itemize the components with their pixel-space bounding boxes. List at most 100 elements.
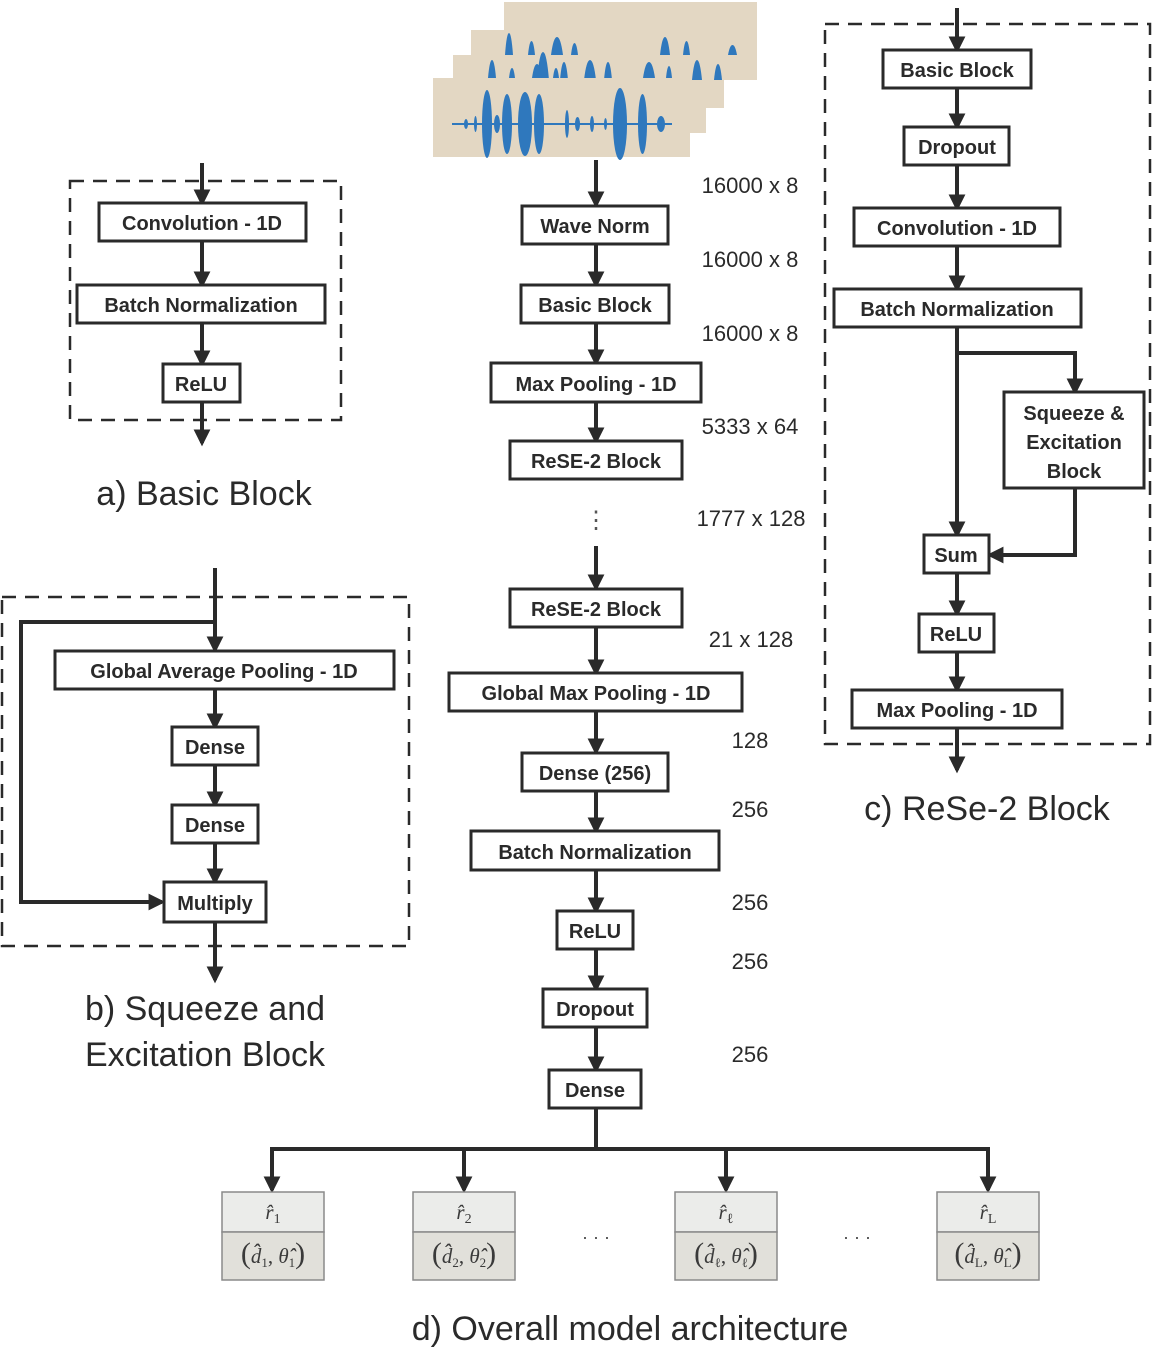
waveform-burst bbox=[613, 88, 627, 160]
rese-block-diagram: Basic Block Dropout Convolution - 1D Bat… bbox=[823, 8, 1152, 828]
waveform-burst bbox=[474, 116, 477, 132]
waveform-peak bbox=[643, 62, 655, 78]
svg-text:Dense: Dense bbox=[185, 737, 245, 759]
rese-basic-block-node: Basic Block bbox=[881, 48, 1033, 90]
svg-text:ReLU: ReLU bbox=[930, 624, 982, 646]
main-global-maxpool-node: Global Max Pooling - 1D bbox=[447, 671, 744, 713]
waveform-peak bbox=[528, 41, 535, 55]
se-block-diagram: Global Average Pooling - 1D Dense Dense … bbox=[0, 568, 411, 1074]
main-dropout-node: Dropout bbox=[541, 987, 649, 1029]
svg-text:Dropout: Dropout bbox=[556, 999, 634, 1021]
output-range-label: r̂ℓ bbox=[719, 1200, 734, 1227]
svg-text:Dense: Dense bbox=[185, 815, 245, 837]
dim-label-8: 256 bbox=[732, 890, 769, 915]
dim-label-1: 16000 x 8 bbox=[702, 247, 799, 272]
waveform-burst bbox=[518, 92, 532, 156]
main-batchnorm-node: Batch Normalization bbox=[469, 829, 721, 872]
waveform-peak bbox=[666, 66, 672, 78]
output-doa-cell bbox=[412, 1231, 516, 1281]
rese-batchnorm-node: Batch Normalization bbox=[832, 287, 1083, 329]
svg-text:Sum: Sum bbox=[934, 545, 977, 567]
dim-label-3: 5333 x 64 bbox=[702, 414, 799, 439]
waveform-burst bbox=[638, 94, 647, 154]
main-rese2-block-node-2: ReSE-2 Block bbox=[508, 587, 684, 629]
dim-label-2: 16000 x 8 bbox=[702, 321, 799, 346]
waveform-peak bbox=[560, 62, 568, 80]
se-dense2-node: Dense bbox=[170, 803, 260, 845]
rese-se-to-sum bbox=[986, 488, 1077, 564]
se-multiply-node: Multiply bbox=[162, 880, 268, 924]
svg-text:ReLU: ReLU bbox=[175, 374, 227, 396]
svg-text:Wave Norm: Wave Norm bbox=[540, 216, 649, 238]
output-head-4: r̂L(d̂̂L, θ̂̂L) bbox=[936, 1191, 1040, 1281]
se-block-caption-line2: Excitation Block bbox=[85, 1036, 326, 1074]
svg-text:Max Pooling - 1D: Max Pooling - 1D bbox=[876, 700, 1037, 722]
dim-label-6: 128 bbox=[732, 728, 769, 753]
waveform-burst bbox=[565, 110, 569, 138]
waveform-peak bbox=[532, 64, 542, 78]
rese-se-node: Squeeze & Excitation Block bbox=[1002, 390, 1146, 490]
output-range-label: r̂L bbox=[980, 1200, 997, 1227]
waveform-peak bbox=[488, 60, 496, 78]
se-dense1-node: Dense bbox=[170, 725, 260, 767]
main-architecture: Wave Norm Basic Block Max Pooling - 1D R… bbox=[221, 160, 1040, 1348]
rese-block-boundary bbox=[823, 22, 1152, 746]
output-doa-cell bbox=[936, 1231, 1040, 1281]
basic-conv1d-node: Convolution - 1D bbox=[97, 201, 308, 243]
dim-label-4: 1777 x 128 bbox=[697, 506, 806, 531]
svg-text:Global Average Pooling - 1D: Global Average Pooling - 1D bbox=[90, 661, 357, 683]
waveform-card-1 bbox=[433, 78, 690, 157]
svg-text:Max Pooling - 1D: Max Pooling - 1D bbox=[515, 374, 676, 396]
rese-maxpool-node: Max Pooling - 1D bbox=[850, 688, 1064, 730]
waveform-burst bbox=[575, 117, 580, 131]
svg-text:ReSE-2 Block: ReSE-2 Block bbox=[531, 451, 662, 473]
svg-text:Basic Block: Basic Block bbox=[900, 60, 1014, 82]
waveform-peak bbox=[714, 64, 722, 80]
se-block-caption-line1: b) Squeeze and bbox=[85, 990, 325, 1028]
dim-label-7: 256 bbox=[732, 797, 769, 822]
svg-text:Batch Normalization: Batch Normalization bbox=[498, 842, 691, 864]
waveform-peak bbox=[604, 62, 612, 80]
svg-text:Multiply: Multiply bbox=[177, 893, 253, 915]
waveform-burst bbox=[604, 118, 607, 130]
waveform-burst bbox=[502, 94, 512, 154]
waveform-peak bbox=[505, 33, 513, 55]
svg-text:Dense: Dense bbox=[565, 1080, 625, 1102]
input-waveforms bbox=[433, 2, 757, 160]
rese-conv1d-node: Convolution - 1D bbox=[852, 206, 1062, 248]
rese-dropout-node: Dropout bbox=[902, 125, 1011, 167]
svg-text:Basic Block: Basic Block bbox=[538, 295, 652, 317]
svg-text:Block: Block bbox=[1047, 461, 1102, 483]
rese-sum-node: Sum bbox=[922, 533, 991, 575]
output-ellipsis-2: · · · bbox=[843, 1227, 871, 1247]
dim-label-9: 256 bbox=[732, 949, 769, 974]
svg-text:Dense (256): Dense (256) bbox=[539, 763, 651, 785]
basic-relu-node: ReLU bbox=[161, 362, 242, 404]
output-doa-cell bbox=[221, 1231, 325, 1281]
output-range-cell bbox=[674, 1191, 778, 1233]
rese-block-caption: c) ReSe-2 Block bbox=[864, 790, 1111, 828]
waveform-burst bbox=[590, 116, 594, 132]
main-wavenorm-node: Wave Norm bbox=[520, 204, 670, 246]
output-head-2: r̂2(d̂̂2, θ̂̂2) bbox=[412, 1191, 516, 1281]
svg-text:Excitation: Excitation bbox=[1026, 432, 1122, 454]
svg-text:Batch Normalization: Batch Normalization bbox=[860, 299, 1053, 321]
svg-text:Batch Normalization: Batch Normalization bbox=[104, 295, 297, 317]
main-maxpool-node: Max Pooling - 1D bbox=[489, 361, 703, 404]
main-basic-block-node: Basic Block bbox=[519, 283, 671, 325]
svg-text:ReSE-2 Block: ReSE-2 Block bbox=[531, 599, 662, 621]
dim-label-5: 21 x 128 bbox=[709, 627, 793, 652]
svg-text:Squeeze &: Squeeze & bbox=[1023, 403, 1124, 425]
main-rese2-block-node-1: ReSE-2 Block bbox=[508, 439, 684, 481]
rese-relu-node: ReLU bbox=[917, 612, 996, 654]
output-ellipsis-1: · · · bbox=[582, 1227, 610, 1247]
output-range-label: r̂2 bbox=[456, 1200, 471, 1227]
waveform-burst bbox=[657, 116, 665, 132]
waveform-peak bbox=[553, 68, 559, 78]
basic-block-boundary bbox=[68, 179, 343, 422]
output-doa-cell bbox=[674, 1231, 778, 1281]
waveform-burst bbox=[464, 119, 468, 129]
svg-text:ReLU: ReLU bbox=[569, 921, 621, 943]
main-relu-node: ReLU bbox=[555, 909, 635, 951]
waveform-peak bbox=[571, 43, 578, 55]
